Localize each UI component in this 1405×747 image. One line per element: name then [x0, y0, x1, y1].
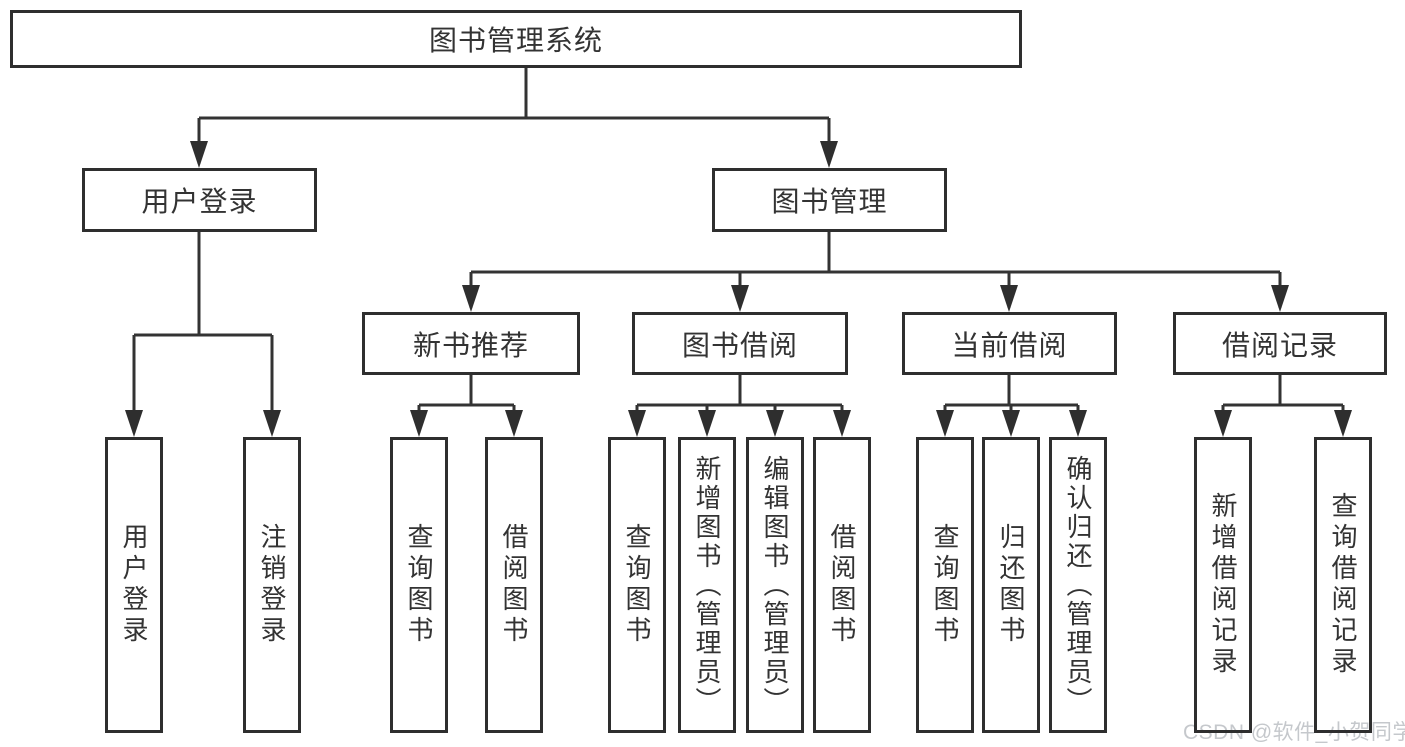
node-root-label: 图书管理系统	[428, 25, 603, 56]
leaf-user-login: 用户登录	[105, 437, 163, 733]
leaf-borrow-edit-admin: 编辑图书（管理员）	[746, 437, 804, 733]
leaf-current-return-label: 归还图书	[996, 523, 1026, 647]
node-current-borrow-label: 当前借阅	[951, 329, 1068, 361]
leaf-newbook-borrow-label: 借阅图书	[499, 523, 529, 647]
leaf-newbook-query: 查询图书	[390, 437, 448, 733]
node-user-login: 用户登录	[82, 168, 317, 232]
leaf-newbook-query-label: 查询图书	[404, 523, 434, 647]
leaf-logout-label: 注销登录	[257, 523, 287, 647]
leaf-record-add: 新增借阅记录	[1194, 437, 1252, 733]
node-current-borrow: 当前借阅	[902, 312, 1117, 375]
node-user-login-label: 用户登录	[141, 186, 258, 217]
leaf-record-add-label: 新增借阅记录	[1208, 492, 1238, 678]
csdn-watermark: CSDN @软件_小贺同学	[1183, 721, 1405, 744]
node-book-borrow: 图书借阅	[632, 312, 848, 375]
leaf-borrow-add-admin: 新增图书（管理员）	[678, 437, 736, 733]
leaf-borrow-query-label: 查询图书	[622, 523, 652, 647]
leaf-current-query: 查询图书	[916, 437, 974, 733]
arrowhead-icons	[125, 141, 1352, 437]
leaf-borrow-book: 借阅图书	[813, 437, 871, 733]
node-borrow-record-label: 借阅记录	[1221, 329, 1338, 361]
node-book-borrow-label: 图书借阅	[681, 329, 798, 361]
leaf-record-query-label: 查询借阅记录	[1328, 492, 1358, 678]
leaf-newbook-borrow: 借阅图书	[485, 437, 543, 733]
leaf-user-login-label: 用户登录	[119, 523, 149, 647]
node-new-book-recommend: 新书推荐	[362, 312, 580, 375]
leaf-borrow-query: 查询图书	[608, 437, 666, 733]
node-book-management: 图书管理	[712, 168, 947, 232]
node-borrow-record: 借阅记录	[1173, 312, 1387, 375]
node-book-management-label: 图书管理	[771, 186, 888, 217]
leaf-logout: 注销登录	[243, 437, 301, 733]
connector-lines	[132, 68, 1345, 433]
leaf-current-query-label: 查询图书	[930, 523, 960, 647]
leaf-borrow-add-admin-label: 新增图书（管理员）	[692, 454, 722, 716]
leaf-borrow-book-label: 借阅图书	[827, 523, 857, 647]
node-root-system: 图书管理系统	[10, 10, 1022, 68]
leaf-record-query: 查询借阅记录	[1314, 437, 1372, 733]
leaf-current-return: 归还图书	[982, 437, 1040, 733]
leaf-current-confirm-admin: 确认归还（管理员）	[1049, 437, 1107, 733]
leaf-current-confirm-admin-label: 确认归还（管理员）	[1063, 454, 1093, 716]
leaf-borrow-edit-admin-label: 编辑图书（管理员）	[760, 454, 790, 716]
node-new-book-recommend-label: 新书推荐	[412, 329, 529, 361]
